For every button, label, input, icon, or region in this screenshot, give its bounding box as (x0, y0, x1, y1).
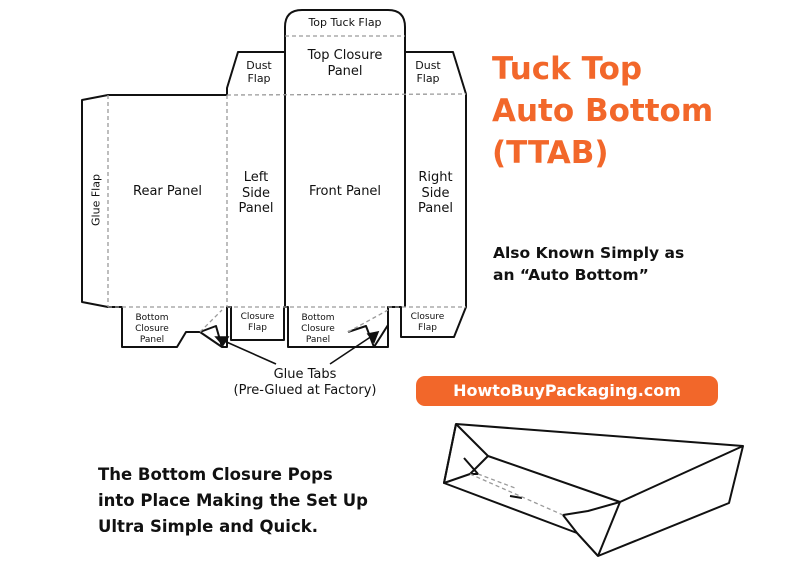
glue-tab-right (347, 324, 389, 348)
brand-badge: HowtoBuyPackaging.com (416, 376, 718, 406)
leader-right (329, 335, 373, 365)
box-illustration (443, 423, 744, 557)
pops-into-place-text: The Bottom Closure Pops into Place Makin… (98, 465, 368, 536)
rear-panel-label: Rear Panel (133, 184, 202, 199)
fold-top (226, 93, 467, 96)
page-title: Tuck Top Auto Bottom (TTAB) (492, 51, 714, 171)
glue-flap-label: Glue Flap (89, 174, 103, 226)
top-tuck-flap-label: Top Tuck Flap (308, 16, 382, 29)
also-known-text: Also Known Simply as an “Auto Bottom” (493, 244, 685, 284)
glue-tabs-label: Glue Tabs(Pre-Glued at Factory) (233, 367, 377, 398)
dieline-outline (81, 9, 467, 348)
leader-left (221, 339, 277, 365)
front-panel-label: Front Panel (308, 184, 382, 199)
